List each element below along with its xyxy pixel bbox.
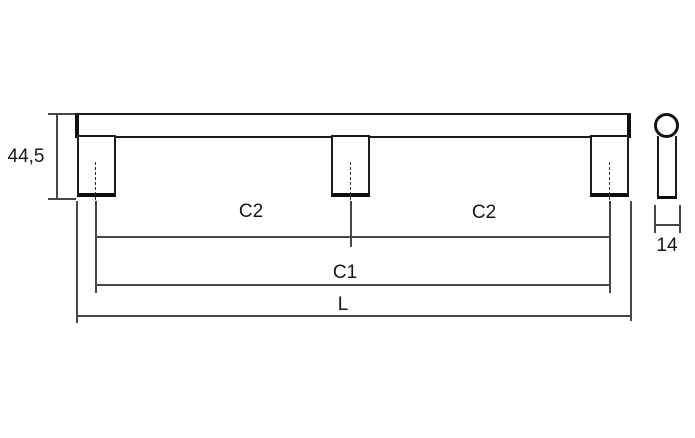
extension-line-length-left	[76, 201, 78, 323]
dimension-label-width: 14	[656, 235, 678, 256]
extension-line-center-right	[609, 201, 611, 293]
dimension-line-c2	[95, 236, 610, 238]
dimension-line-height	[56, 113, 58, 199]
handle-post-side-view	[657, 136, 677, 199]
handle-post-left	[77, 135, 116, 197]
dimension-line-length	[76, 315, 631, 317]
dimension-tick-height-top	[48, 113, 75, 115]
extension-line-length-right	[630, 201, 632, 321]
dimension-tick-height-bottom	[48, 198, 76, 200]
dimension-line-c1	[95, 284, 610, 286]
dimension-label-c2-left: C2	[238, 201, 264, 222]
centerline-post-center	[350, 162, 351, 205]
dimension-label-c2-right: C2	[471, 202, 497, 223]
dimension-label-height: 44,5	[7, 146, 45, 167]
dimension-line-width	[654, 224, 680, 226]
extension-line-center-left	[95, 201, 97, 293]
dimension-label-length: L	[337, 294, 349, 315]
handle-bar-section-ring	[654, 113, 679, 138]
extension-line-width-right	[679, 205, 681, 233]
centerline-post-left	[95, 162, 96, 205]
dimension-label-c1: C1	[332, 262, 358, 283]
extension-line-center-mid	[350, 201, 352, 247]
extension-line-width-left	[654, 205, 656, 233]
centerline-post-right	[609, 162, 610, 205]
